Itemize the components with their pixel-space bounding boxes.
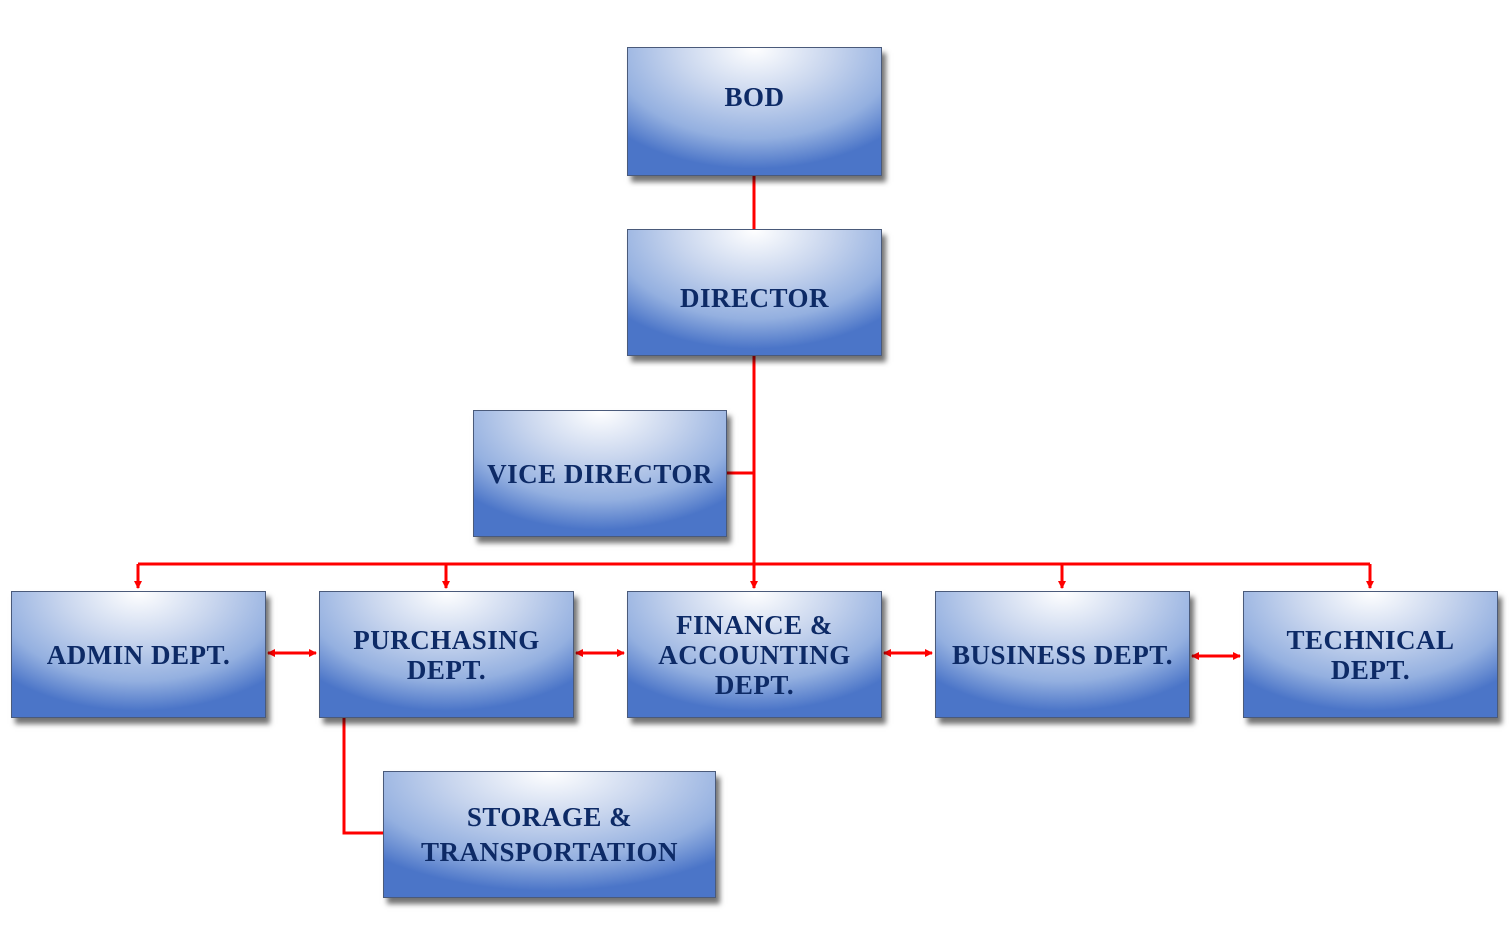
node-label: ADMIN DEPT. xyxy=(46,639,231,670)
node-label: FINANCE & ACCOUNTING DEPT. xyxy=(658,609,851,700)
node-business-dept: BUSINESS DEPT. xyxy=(935,591,1190,718)
node-director: DIRECTOR xyxy=(627,229,882,356)
node-bod: BOD xyxy=(627,47,882,176)
purchasing-storage-line xyxy=(342,718,383,835)
node-label: PURCHASING DEPT. xyxy=(353,624,540,685)
node-label: TECHNICAL DEPT. xyxy=(1286,624,1455,685)
node-label: DIRECTOR xyxy=(679,282,830,313)
node-purchasing-dept: PURCHASING DEPT. xyxy=(319,591,574,718)
node-label: STORAGE & TRANSPORTATION xyxy=(420,801,679,867)
node-admin-dept: ADMIN DEPT. xyxy=(11,591,266,718)
node-label: BOD xyxy=(724,81,785,112)
node-label: BUSINESS DEPT. xyxy=(951,639,1174,670)
node-label: VICE DIRECTOR xyxy=(487,458,713,489)
node-storage-transportation: STORAGE & TRANSPORTATION xyxy=(383,771,716,898)
node-finance-dept: FINANCE & ACCOUNTING DEPT. xyxy=(627,591,882,718)
node-vice-director: VICE DIRECTOR xyxy=(473,410,727,537)
node-technical-dept: TECHNICAL DEPT. xyxy=(1243,591,1498,718)
